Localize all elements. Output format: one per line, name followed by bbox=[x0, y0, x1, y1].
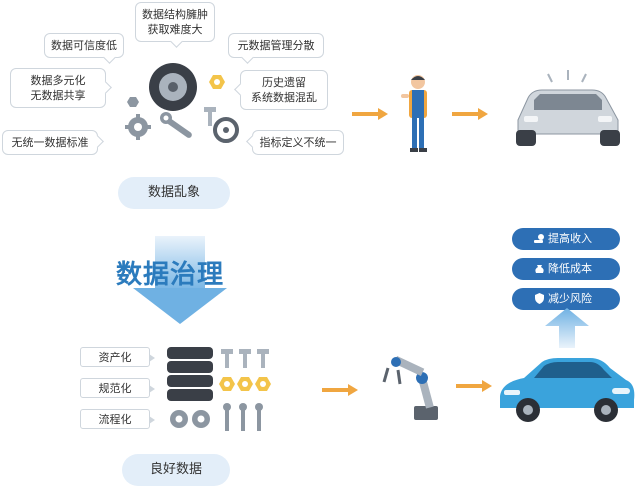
gear-icon bbox=[125, 114, 151, 140]
bubble-text: 数据多元化 无数据共享 bbox=[30, 74, 86, 102]
bubble-text: 数据可信度低 bbox=[51, 39, 117, 52]
nut-icon bbox=[219, 377, 271, 391]
arrow-right-icon bbox=[352, 108, 388, 120]
up-arrow-icon bbox=[545, 308, 589, 348]
gear-icon bbox=[170, 410, 210, 428]
chaos-label-text: 数据乱象 bbox=[147, 185, 200, 200]
bubble-text: 历史遗留 系统数据混乱 bbox=[251, 76, 317, 104]
chaos-label: 数据乱象 bbox=[118, 177, 230, 209]
steering-wheel-icon bbox=[213, 117, 239, 143]
std-label-process: 流程化 bbox=[80, 409, 155, 429]
std-label-text: 规范化 bbox=[98, 382, 132, 395]
arrow-right-icon bbox=[452, 108, 488, 120]
benefit-text: 减少风险 bbox=[548, 292, 592, 305]
tire-icon bbox=[149, 63, 197, 111]
arrow-right-icon bbox=[456, 380, 492, 392]
bubble-metric-inconsistent: 指标定义不统一 bbox=[246, 130, 344, 155]
down-arrow-icon bbox=[133, 236, 227, 324]
bubble-legacy-chaos: 历史遗留 系统数据混乱 bbox=[234, 70, 328, 110]
arrow-right-icon bbox=[322, 384, 358, 396]
organized-parts-illustration bbox=[167, 347, 271, 431]
shield-icon bbox=[535, 293, 544, 304]
std-label-text: 资产化 bbox=[98, 351, 132, 364]
hand-money-icon bbox=[534, 234, 544, 243]
new-car-icon bbox=[500, 358, 635, 422]
bubble-low-credibility: 数据可信度低 bbox=[44, 33, 124, 64]
screw-icon bbox=[221, 349, 269, 368]
screw-icon bbox=[204, 107, 216, 126]
bubble-no-sharing: 数据多元化 无数据共享 bbox=[10, 68, 112, 108]
good-data-label: 良好数据 bbox=[122, 454, 230, 486]
bubble-text: 元数据管理分散 bbox=[237, 39, 315, 52]
mechanic-icon bbox=[401, 75, 427, 152]
nut-icon bbox=[209, 75, 225, 89]
benefit-reduce-risk: 减少风险 bbox=[512, 288, 620, 310]
benefit-text: 提高收入 bbox=[548, 232, 592, 245]
std-label-normalize: 规范化 bbox=[80, 378, 155, 398]
robot-arm-icon bbox=[382, 356, 438, 420]
bubble-metadata-scattered: 元数据管理分散 bbox=[228, 33, 324, 64]
messy-parts-illustration bbox=[125, 63, 239, 143]
benefit-reduce-cost: 降低成本 bbox=[512, 258, 620, 280]
bubble-no-standard: 无统一数据标准 bbox=[2, 130, 104, 155]
bubble-text: 无统一数据标准 bbox=[11, 136, 89, 149]
wrench-icon bbox=[160, 112, 192, 138]
benefit-increase-revenue: 提高收入 bbox=[512, 228, 620, 250]
old-car-icon bbox=[516, 70, 620, 146]
nut-icon bbox=[127, 97, 139, 107]
bubble-text: 指标定义不统一 bbox=[259, 136, 337, 149]
wrench-icon bbox=[223, 403, 263, 431]
bubble-bloated-structure: 数据结构臃肿 获取难度大 bbox=[135, 2, 215, 48]
std-label-assets: 资产化 bbox=[80, 347, 155, 367]
money-bag-icon bbox=[535, 265, 544, 273]
std-label-text: 流程化 bbox=[98, 413, 132, 426]
bubble-text: 数据结构臃肿 获取难度大 bbox=[142, 8, 208, 36]
benefit-text: 降低成本 bbox=[548, 262, 592, 275]
governance-title: 数据治理 bbox=[116, 260, 225, 290]
good-data-label-text: 良好数据 bbox=[149, 462, 202, 477]
tire-icon bbox=[167, 347, 213, 401]
